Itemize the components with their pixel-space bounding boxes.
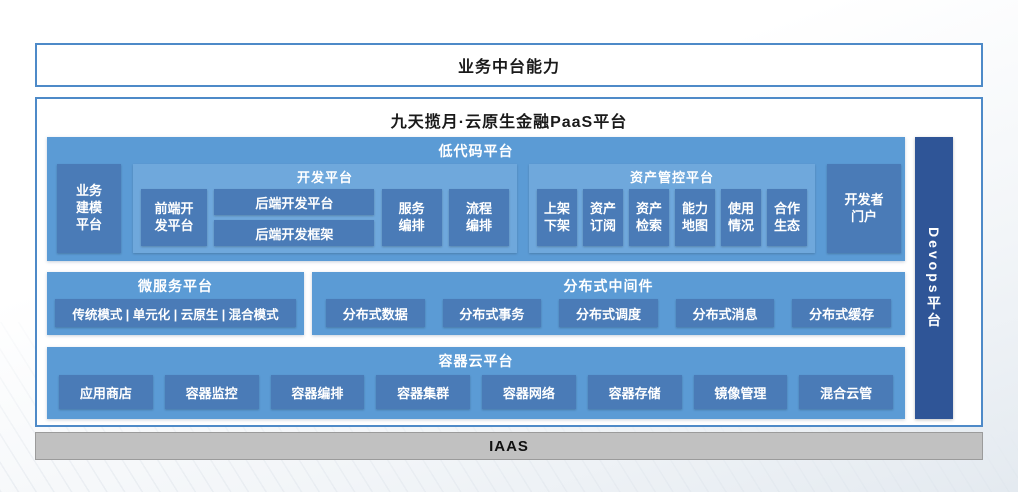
backend-column: 后端开发平台 后端开发框架 (214, 189, 374, 246)
microservice-section: 微服务平台 传统模式 | 单元化 | 云原生 | 混合模式 (47, 272, 304, 335)
asset-item-box: 上架 下架 (537, 189, 577, 246)
business-modeling-box: 业务 建模 平台 (57, 164, 121, 253)
lowcode-section: 低代码平台 业务 建模 平台 开发平台 前端开 发平台 后端开发平台 后端开发框… (47, 137, 905, 261)
asset-item-box: 资产 订阅 (583, 189, 623, 246)
asset-platform-row: 上架 下架 资产 订阅 资产 检索 能力 地图 使用 情况 合作 生态 (537, 189, 807, 246)
middleware-row: 分布式数据 分布式事务 分布式调度 分布式消息 分布式缓存 (312, 296, 905, 335)
container-item-box: 容器存储 (588, 375, 682, 409)
container-item-box: 容器监控 (165, 375, 259, 409)
container-item-box: 容器编排 (271, 375, 365, 409)
container-cloud-title: 容器云平台 (47, 347, 905, 371)
middleware-title: 分布式中间件 (312, 272, 905, 296)
container-cloud-row: 应用商店 容器监控 容器编排 容器集群 容器网络 容器存储 镜像管理 混合云管 (47, 371, 905, 419)
paas-platform-panel: 九天揽月·云原生金融PaaS平台 低代码平台 业务 建模 平台 开发平台 前端开… (35, 97, 983, 427)
dev-platform-group: 开发平台 前端开 发平台 后端开发平台 后端开发框架 服务 编排 流程 编排 (133, 164, 517, 253)
business-midplatform-banner: 业务中台能力 (35, 43, 983, 87)
iaas-bar: IAAS (35, 432, 983, 460)
backend-platform-box: 后端开发平台 (214, 189, 374, 215)
container-item-box: 容器网络 (482, 375, 576, 409)
lowcode-title: 低代码平台 (47, 137, 905, 161)
iaas-label: IAAS (489, 438, 529, 455)
process-orchestration-box: 流程 编排 (449, 189, 509, 246)
container-item-box: 应用商店 (59, 375, 153, 409)
container-item-box: 混合云管 (799, 375, 893, 409)
asset-item-box: 合作 生态 (767, 189, 807, 246)
backend-framework-box: 后端开发框架 (214, 220, 374, 246)
container-item-box: 容器集群 (376, 375, 470, 409)
middleware-item-box: 分布式消息 (676, 299, 775, 327)
middleware-item-box: 分布式调度 (559, 299, 658, 327)
middleware-section: 分布式中间件 分布式数据 分布式事务 分布式调度 分布式消息 分布式缓存 (312, 272, 905, 335)
developer-portal-box: 开发者 门户 (827, 164, 901, 253)
devops-bar: Devops平台 (915, 137, 953, 419)
lowcode-content-row: 业务 建模 平台 开发平台 前端开 发平台 后端开发平台 后端开发框架 服务 编… (47, 161, 905, 261)
asset-platform-group: 资产管控平台 上架 下架 资产 订阅 资产 检索 能力 地图 使用 情况 合作 … (529, 164, 815, 253)
middleware-item-box: 分布式数据 (326, 299, 425, 327)
container-cloud-section: 容器云平台 应用商店 容器监控 容器编排 容器集群 容器网络 容器存储 镜像管理… (47, 347, 905, 419)
banner-title: 业务中台能力 (458, 53, 560, 77)
dev-platform-title: 开发平台 (141, 165, 509, 189)
platform-title: 九天揽月·云原生金融PaaS平台 (37, 108, 981, 132)
middleware-item-box: 分布式事务 (443, 299, 542, 327)
asset-item-box: 能力 地图 (675, 189, 715, 246)
service-orchestration-box: 服务 编排 (382, 189, 442, 246)
microservice-modes-box: 传统模式 | 单元化 | 云原生 | 混合模式 (55, 299, 296, 327)
middleware-item-box: 分布式缓存 (792, 299, 891, 327)
frontend-dev-box: 前端开 发平台 (141, 189, 207, 246)
container-item-box: 镜像管理 (694, 375, 788, 409)
asset-item-box: 使用 情况 (721, 189, 761, 246)
asset-platform-title: 资产管控平台 (537, 165, 807, 189)
microservice-title: 微服务平台 (47, 272, 304, 296)
asset-item-box: 资产 检索 (629, 189, 669, 246)
dev-platform-row: 前端开 发平台 后端开发平台 后端开发框架 服务 编排 流程 编排 (141, 189, 509, 246)
